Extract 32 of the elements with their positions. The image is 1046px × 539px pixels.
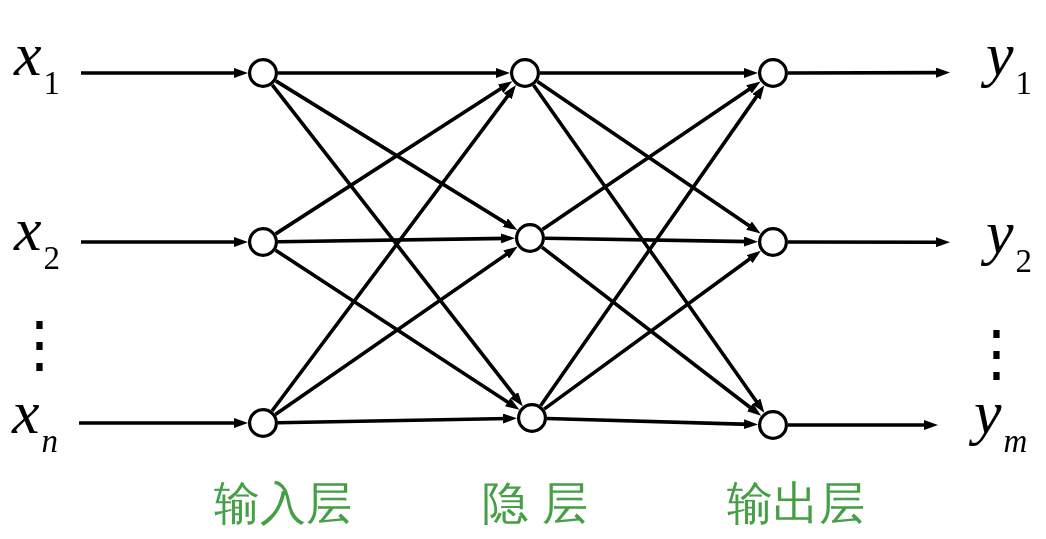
neuron-circle — [248, 408, 278, 438]
layer-label: 输出层 — [727, 480, 865, 526]
arrow — [277, 413, 518, 425]
arrow — [788, 237, 950, 248]
layer-label: 隐 层 — [481, 480, 589, 526]
neuron-circle — [248, 227, 278, 257]
neuron-circle — [758, 410, 788, 440]
variable-label: x$_{n}$ — [4, 392, 64, 458]
arrow — [546, 416, 759, 430]
arrow — [788, 67, 950, 78]
arrow — [79, 418, 248, 428]
arrow — [278, 68, 510, 78]
neuron-circle — [517, 403, 547, 433]
neuron-circle — [510, 58, 540, 88]
arrow — [277, 233, 516, 244]
vertical-ellipsis: ⋮ — [965, 322, 1027, 383]
neuron-circle — [515, 223, 545, 253]
variable-label: y$_{2}$ — [978, 212, 1038, 278]
variable-label: x$_{2}$ — [6, 209, 66, 275]
vertical-ellipsis: ⋮ — [8, 313, 70, 374]
arrow — [81, 68, 248, 78]
variable-label: y$_{m}$ — [966, 392, 1033, 458]
arrow — [544, 236, 759, 247]
neuron-circle — [248, 58, 278, 88]
arrow — [81, 237, 248, 247]
variable-label: x$_{1}$ — [6, 34, 66, 100]
arrow — [540, 68, 758, 78]
layer-label: 输入层 — [214, 480, 352, 526]
neuron-circle — [758, 227, 788, 257]
variable-label: y$_{1}$ — [978, 34, 1038, 100]
arrow — [788, 420, 938, 430]
neuron-circle — [758, 58, 788, 88]
